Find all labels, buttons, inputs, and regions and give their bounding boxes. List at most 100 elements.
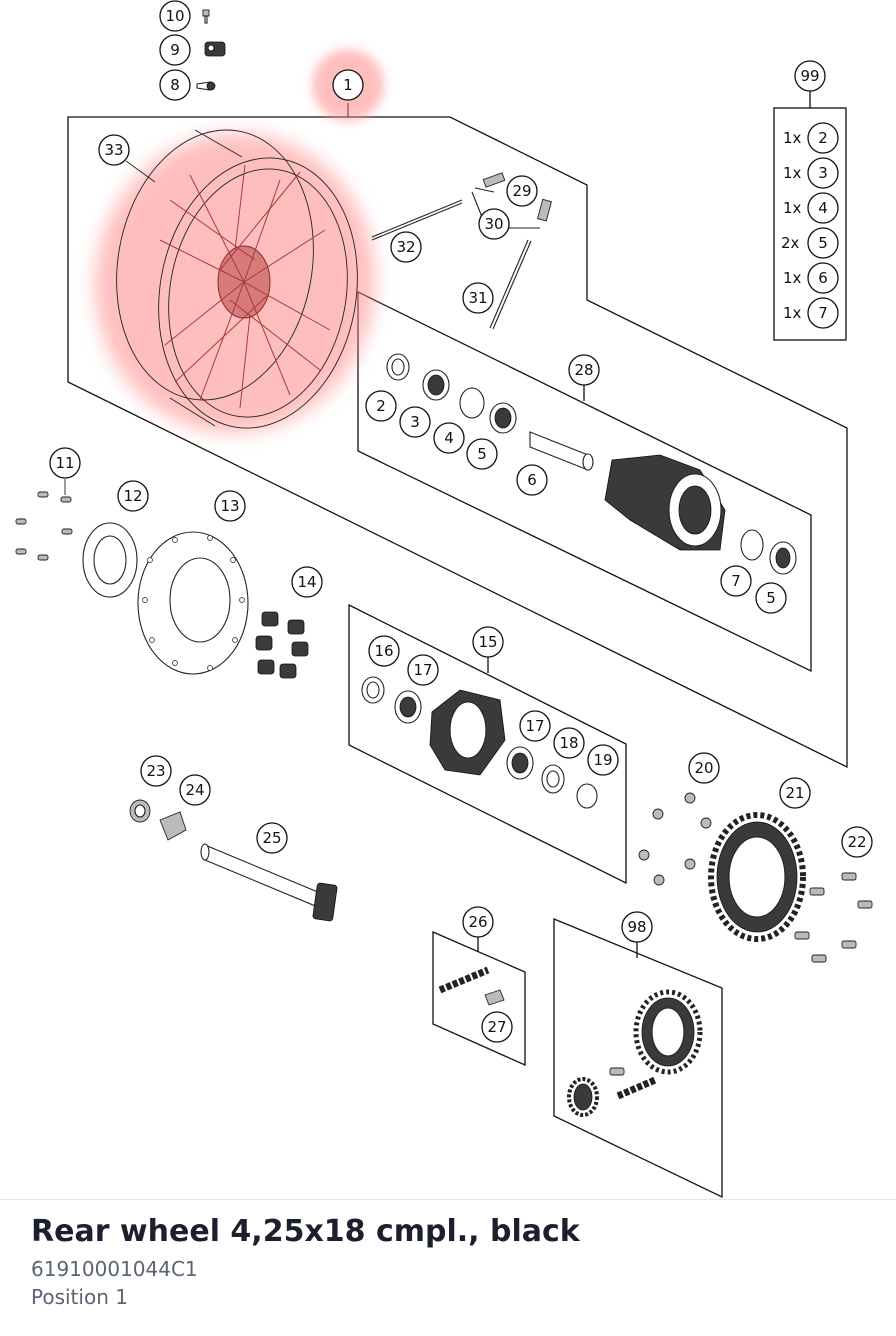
kit-frame-98 [553,918,723,1199]
kit-row[interactable]: 1x 7 [783,297,839,329]
callout-20[interactable]: 20 [688,752,720,784]
svg-text:18: 18 [559,734,578,752]
bolt-10-drawing [202,9,210,24]
svg-text:99: 99 [800,67,819,85]
svg-text:29: 29 [512,182,531,200]
callout-27[interactable]: 27 [481,1011,513,1043]
kit-row[interactable]: 1x 3 [783,157,839,189]
svg-text:6: 6 [818,269,828,287]
callout-13[interactable]: 13 [214,490,246,522]
svg-text:23: 23 [146,762,165,780]
svg-text:1x: 1x [783,269,802,287]
svg-text:1x: 1x [783,164,802,182]
carrier-parts-drawing [361,676,598,809]
chain-kit-drawing [567,989,703,1117]
callout-17-right[interactable]: 17 [519,710,551,742]
callout-10[interactable]: 10 [159,0,191,32]
callout-29[interactable]: 29 [506,175,538,207]
callout-98[interactable]: 98 [621,911,653,943]
kit-row[interactable]: 1x 6 [783,262,839,294]
callout-5-hub-left[interactable]: 5 [466,438,498,470]
svg-text:17: 17 [413,661,432,679]
callout-2[interactable]: 2 [365,390,397,422]
callout-24[interactable]: 24 [179,774,211,806]
callout-22[interactable]: 22 [841,826,873,858]
callout-1[interactable]: 1 [332,69,364,101]
callout-3[interactable]: 3 [399,406,431,438]
callout-6[interactable]: 6 [516,464,548,496]
callout-14[interactable]: 14 [291,566,323,598]
part-number: 61910001044C1 [31,1257,198,1281]
svg-text:2: 2 [818,129,828,147]
svg-text:16: 16 [374,642,393,660]
svg-text:28: 28 [574,361,593,379]
carrier-frame-15 [348,603,627,885]
rear-wheel-rim [116,129,358,429]
callout-18[interactable]: 18 [553,727,585,759]
assembly-frame-1 [67,116,848,769]
callout-17-left[interactable]: 17 [407,654,439,686]
callout-25[interactable]: 25 [256,822,288,854]
callout-8[interactable]: 8 [159,69,191,101]
sprocket-parts-drawing [638,792,873,963]
svg-text:10: 10 [165,7,184,25]
callout-12[interactable]: 12 [117,480,149,512]
callout-15[interactable]: 15 [472,626,504,658]
svg-text:11: 11 [55,454,74,472]
kit-row[interactable]: 1x 4 [783,192,839,224]
svg-text:21: 21 [785,784,804,802]
svg-text:9: 9 [170,41,180,59]
svg-text:5: 5 [477,445,487,463]
svg-text:4: 4 [444,429,454,447]
spoke-parts-drawing [371,172,552,330]
svg-text:5: 5 [818,234,828,252]
callout-32[interactable]: 32 [390,231,422,263]
callout-99[interactable]: 99 [794,60,826,92]
callout-21[interactable]: 21 [779,777,811,809]
svg-text:15: 15 [478,633,497,651]
svg-text:7: 7 [731,572,741,590]
part-title: Rear wheel 4,25x18 cmpl., black [31,1214,580,1249]
callout-4[interactable]: 4 [433,422,465,454]
callout-16[interactable]: 16 [368,635,400,667]
svg-text:7: 7 [818,304,828,322]
callout-9[interactable]: 9 [159,34,191,66]
callout-5-hub-right[interactable]: 5 [755,582,787,614]
hub-internals-drawing [386,353,797,575]
callout-23[interactable]: 23 [140,755,172,787]
callout-31[interactable]: 31 [462,282,494,314]
svg-text:26: 26 [468,913,487,931]
svg-text:1: 1 [343,76,353,94]
svg-text:1x: 1x [783,304,802,322]
callout-7[interactable]: 7 [720,565,752,597]
callout-26[interactable]: 26 [462,906,494,938]
svg-text:33: 33 [104,141,123,159]
svg-text:2: 2 [376,397,386,415]
svg-text:17: 17 [525,717,544,735]
brake-parts-drawing [15,491,309,679]
callout-33[interactable]: 33 [98,134,130,166]
callout-19[interactable]: 19 [587,744,619,776]
kit-row[interactable]: 2x 5 [781,227,839,259]
callout-11[interactable]: 11 [49,447,81,479]
callout-28[interactable]: 28 [568,354,600,386]
part-info-panel: Rear wheel 4,25x18 cmpl., black 61910001… [0,1199,896,1336]
sensor-9-drawing [204,41,226,57]
valve-8-drawing [196,81,216,91]
callout-30[interactable]: 30 [478,208,510,240]
svg-text:20: 20 [694,759,713,777]
svg-text:4: 4 [818,199,828,217]
svg-text:32: 32 [396,238,415,256]
kit-99-list: 1x 2 1x 3 1x 4 2x 5 1x 6 1x 7 [781,122,839,329]
leader-lines [64,160,540,495]
svg-text:98: 98 [627,918,646,936]
svg-text:19: 19 [593,751,612,769]
svg-text:2x: 2x [781,234,800,252]
svg-text:22: 22 [847,833,866,851]
part-position: Position 1 [31,1285,128,1309]
svg-text:14: 14 [297,573,316,591]
svg-text:25: 25 [262,829,281,847]
svg-text:31: 31 [468,289,487,307]
svg-text:12: 12 [123,487,142,505]
kit-row[interactable]: 1x 2 [783,122,839,154]
